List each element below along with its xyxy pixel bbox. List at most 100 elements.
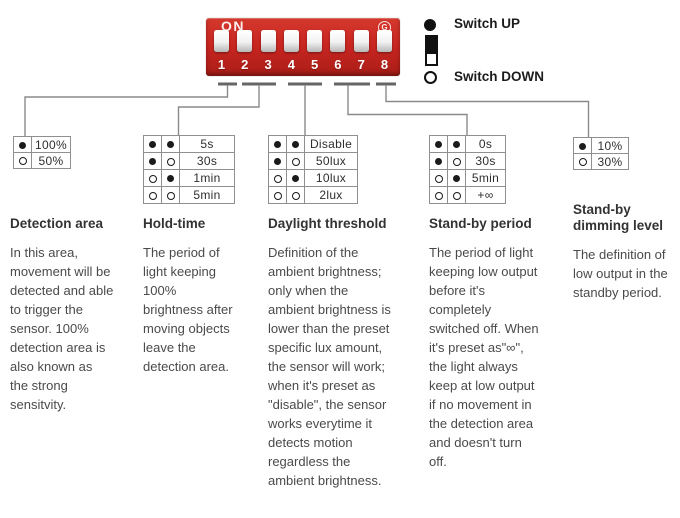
switch-glyph-down-half — [425, 54, 438, 66]
setting-value: 50lux — [304, 152, 358, 170]
switch-state-dot — [286, 152, 305, 170]
table-detection-area: 100% 50% — [13, 136, 71, 169]
setting-value: 30s — [465, 152, 506, 170]
table-row: 0s — [429, 135, 506, 153]
switch-glyph-icon — [425, 35, 438, 66]
switch-state-dot — [13, 152, 32, 169]
section-hold-time: Hold-time The period of light keeping 10… — [143, 216, 239, 376]
setting-value: 5s — [179, 135, 235, 153]
switch-state-dot — [268, 169, 287, 187]
setting-value: 2lux — [304, 186, 358, 204]
switch-state-dot — [161, 186, 180, 204]
switch-state-dot — [268, 186, 287, 204]
connector-paths — [24, 85, 590, 137]
section-title: Stand-by period — [429, 216, 532, 231]
connector-stand-by-period — [347, 85, 468, 135]
dip-switch-knob-3 — [260, 30, 276, 52]
setting-value: 30% — [591, 153, 629, 170]
table-hold-time: 5s 30s 1min 5min — [143, 135, 235, 204]
legend-up-label: Switch UP — [454, 16, 521, 31]
table-row: 1min — [143, 169, 235, 187]
table-daylight-threshold: Disable 50lux 10lux 2lux — [268, 135, 358, 204]
switch-state-dot — [447, 152, 466, 170]
table-row: 5s — [143, 135, 235, 153]
table-row: 5min — [429, 169, 506, 187]
connector-hold-time — [177, 85, 260, 135]
setting-value: 1min — [179, 169, 235, 187]
legend-down-label: Switch DOWN — [454, 69, 544, 84]
switch-state-dot — [143, 186, 162, 204]
setting-value: 5min — [179, 186, 235, 204]
switch-glyph-up-half — [425, 35, 438, 54]
dip-switch-knob-5 — [307, 30, 323, 52]
dip-number: 4 — [287, 57, 295, 72]
table-row: +∞ — [429, 186, 506, 204]
section-body: The definition of low output in the stan… — [573, 247, 668, 301]
dip-switch-knob-1 — [214, 30, 229, 52]
switch-state-dot — [161, 152, 180, 170]
table-row: 100% — [13, 136, 71, 153]
section-detection-area: Detection area In this area, movement wi… — [10, 216, 114, 414]
setting-value: +∞ — [465, 186, 506, 204]
section-body: The period of light keeping low output b… — [429, 245, 539, 470]
setting-value: 100% — [31, 136, 71, 153]
switch-state-dot — [429, 135, 448, 153]
open-dot-icon — [424, 71, 437, 84]
switch-state-dot — [161, 169, 180, 187]
switch-state-dot — [429, 169, 448, 187]
table-row: 5min — [143, 186, 235, 204]
table-row: 50% — [13, 152, 71, 169]
table-row: 10lux — [268, 169, 358, 187]
section-stand-by-dimming-level: Stand-by dimming level The definition of… — [573, 202, 672, 302]
dip-switch-knob-8 — [376, 30, 392, 52]
section-title: Stand-by dimming level — [573, 202, 664, 234]
dip-number: 7 — [357, 57, 365, 72]
switch-state-dot — [161, 135, 180, 153]
switch-state-dot — [447, 135, 466, 153]
legend-row-up: Switch UP — [424, 16, 520, 32]
table-row: 2lux — [268, 186, 358, 204]
switch-state-dot — [143, 152, 162, 170]
switch-legend: Switch UP Switch DOWN — [424, 16, 594, 89]
switch-state-dot — [429, 152, 448, 170]
dip-switch-knob-4 — [283, 30, 299, 52]
connector-detection-area — [24, 85, 229, 136]
setting-value: 10% — [591, 137, 629, 154]
switch-state-dot — [143, 169, 162, 187]
dip-switch-knob-7 — [353, 30, 369, 52]
legend-row-down: Switch DOWN — [424, 69, 544, 85]
switch-state-dot — [268, 152, 287, 170]
section-title: Detection area — [10, 216, 104, 231]
dip-number: 6 — [334, 57, 342, 72]
dip-switch-knob-6 — [330, 30, 346, 52]
dip-number-row: 1 2 3 4 5 6 7 8 — [206, 57, 400, 72]
table-row: 30s — [143, 152, 235, 170]
dip-number: 3 — [264, 57, 272, 72]
table-stand-by-dimming-level: 10% 30% — [573, 137, 629, 170]
table-row: 10% — [573, 137, 629, 154]
dip-number: 1 — [217, 57, 226, 72]
filled-dot-icon — [424, 19, 436, 31]
switch-state-dot — [286, 186, 305, 204]
switch-state-dot — [573, 153, 592, 170]
table-row: 30s — [429, 152, 506, 170]
switch-state-dot — [13, 136, 32, 153]
setting-value: 10lux — [304, 169, 358, 187]
table-stand-by-period: 0s 30s 5min +∞ — [429, 135, 506, 204]
section-daylight-threshold: Daylight threshold Definition of the amb… — [268, 216, 396, 490]
setting-value: Disable — [304, 135, 358, 153]
setting-value: 50% — [31, 152, 71, 169]
switch-state-dot — [429, 186, 448, 204]
section-body: The period of light keeping 100% brightn… — [143, 245, 233, 375]
switch-state-dot — [286, 169, 305, 187]
setting-value: 30s — [179, 152, 235, 170]
dip-number: 2 — [241, 57, 249, 72]
section-title: Daylight threshold — [268, 216, 387, 231]
switch-state-dot — [143, 135, 162, 153]
section-body: Definition of the ambient brightness; on… — [268, 245, 391, 489]
switch-state-dot — [286, 135, 305, 153]
connector-stand-by-dimming — [385, 85, 590, 137]
section-stand-by-period: Stand-by period The period of light keep… — [429, 216, 541, 471]
table-row: 50lux — [268, 152, 358, 170]
